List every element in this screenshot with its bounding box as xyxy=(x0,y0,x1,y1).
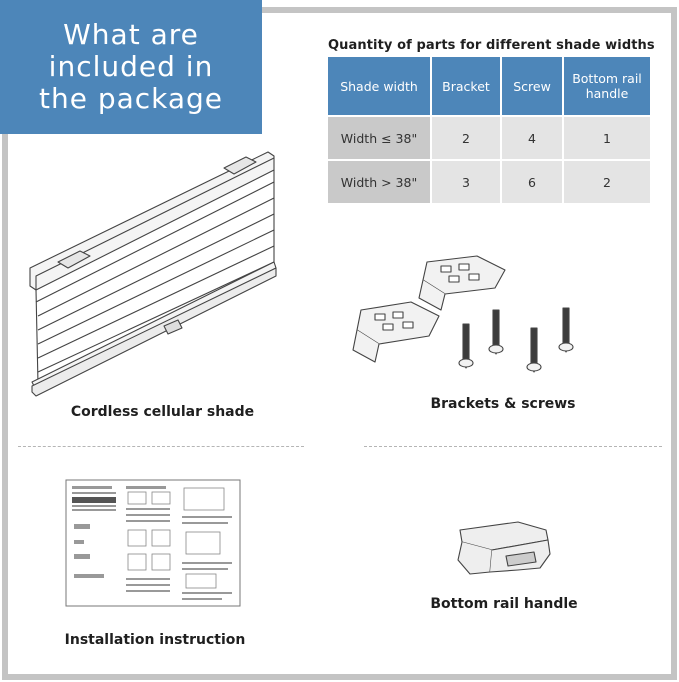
left-divider xyxy=(18,446,304,447)
brackets-and-screws-illustration xyxy=(352,255,574,373)
right-divider xyxy=(364,446,662,447)
row-label: Width > 38" xyxy=(328,161,430,203)
bottom-rail-handle-illustration xyxy=(457,521,551,575)
shade-caption: Cordless cellular shade xyxy=(70,404,255,420)
image-frame xyxy=(2,7,677,680)
screw-count: 4 xyxy=(502,117,562,159)
cellular-shade-illustration xyxy=(29,151,277,397)
title-line-1: What are xyxy=(63,18,199,51)
column-header-screw: Screw xyxy=(502,57,562,115)
table-row: Width ≤ 38" 2 4 1 xyxy=(328,117,650,159)
instruction-sheet-illustration xyxy=(65,479,241,607)
column-header-shade-width: Shade width xyxy=(328,57,430,115)
title-line-2: included in xyxy=(48,50,214,83)
row-label: Width ≤ 38" xyxy=(328,117,430,159)
handle-count: 1 xyxy=(564,117,650,159)
title-line-3: the package xyxy=(38,82,224,115)
title-banner: What are included in the package xyxy=(0,0,262,134)
brackets-caption: Brackets & screws xyxy=(430,396,576,412)
parts-table-title: Quantity of parts for different shade wi… xyxy=(328,38,655,53)
instruction-caption: Installation instruction xyxy=(64,632,246,648)
screw-count: 6 xyxy=(502,161,562,203)
handle-caption: Bottom rail handle xyxy=(430,596,578,612)
parts-table: Shade width Bracket Screw Bottom rail ha… xyxy=(326,55,652,205)
handle-count: 2 xyxy=(564,161,650,203)
parts-table-header-row: Shade width Bracket Screw Bottom rail ha… xyxy=(328,57,650,115)
bracket-count: 3 xyxy=(432,161,500,203)
table-row: Width > 38" 3 6 2 xyxy=(328,161,650,203)
bracket-count: 2 xyxy=(432,117,500,159)
column-header-bracket: Bracket xyxy=(432,57,500,115)
column-header-bottom-rail-handle: Bottom rail handle xyxy=(564,57,650,115)
